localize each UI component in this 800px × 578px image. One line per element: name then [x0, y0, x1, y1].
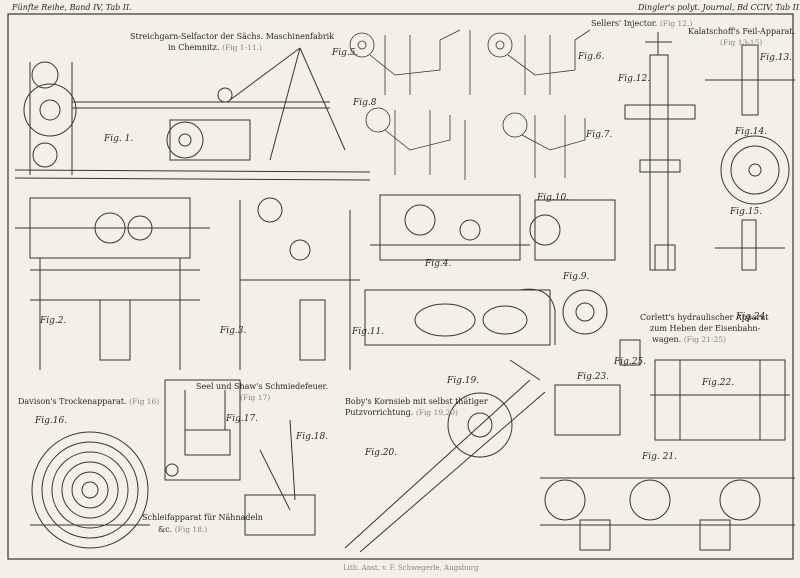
fig-label-3: Fig.3. [220, 326, 247, 336]
schleif-title-line2: &c. (Fig 18.) [158, 525, 208, 534]
corlett-title-line2: zum Heben der Eisenbahn- [650, 324, 761, 333]
fig-label-19: Fig.19. [447, 376, 480, 386]
fig-label-16: Fig.16. [35, 416, 68, 426]
sellers-title: Sellers' Injector. (Fig 12.) [591, 19, 693, 28]
fig2-3-drawing [15, 197, 360, 370]
fig21-25-drawing [540, 339, 795, 551]
fig-label-21: Fig. 21. [642, 452, 677, 462]
fig9-drawing [562, 289, 608, 335]
fig17-drawing [164, 379, 241, 481]
corlett-title-line1: Corlett's hydraulischer Apparat [640, 313, 769, 322]
fig-label-6: Fig.6. [578, 52, 605, 62]
schleif-title-line1: Schleifapparat für Nähnadeln [142, 513, 263, 522]
fig-label-23: Fig.23. [577, 372, 610, 382]
seel-ref: (Fig 17) [240, 393, 271, 402]
fig-label-2: Fig.2. [40, 316, 67, 326]
fig-label-13: Fig.13. [760, 53, 793, 63]
fig-label-22: Fig.22. [702, 378, 735, 388]
fig4-10-11-drawing [364, 194, 616, 346]
fig-label-18: Fig.18. [296, 432, 329, 442]
fig-label-12: Fig.12. [618, 74, 651, 84]
fig12-drawing [624, 32, 696, 271]
fig-label-4: Fig.4. [425, 259, 452, 269]
fig-label-9: Fig.9. [563, 272, 590, 282]
header-journal: Dingler's polyt. Journal, Bd CCIV, Tab I… [638, 3, 800, 12]
selfactor-title: Streichgarn-Selfactor der Sächs. Maschin… [130, 32, 335, 41]
fig1-drawing [14, 47, 371, 181]
fig-label-10: Fig.10. [537, 193, 570, 203]
fig-label-11: Fig.11. [352, 327, 385, 337]
kalatschoff-ref: (Fig 13-15) [720, 38, 763, 47]
fig18-drawing [244, 419, 316, 536]
corlett-title-line3: wagen. (Fig 21-25) [652, 335, 726, 344]
fig-label-17: Fig.17. [226, 414, 259, 424]
lithography-imprint: Lith. Anst. v. F. Schwegerle, Augsburg [343, 564, 479, 572]
seel-title: Seel und Shaw's Schmiedefeuer. [196, 382, 329, 391]
fig-label-7: Fig.7. [586, 130, 613, 140]
fig16-drawing [30, 431, 150, 549]
davison-title: Davison's Trockenapparat. (Fig 16) [18, 397, 160, 406]
fig-label-24: Fig.24. [736, 312, 769, 322]
fig-label-15: Fig.15. [730, 207, 763, 217]
boby-title-line1: Boby's Kornsieb mit selbst thätiger [345, 397, 488, 406]
fig-label-1: Fig. 1. [104, 134, 134, 144]
selfactor-title-line2: in Chemnitz. (Fig 1-11.) [168, 43, 262, 52]
boby-title-line2: Putzvorrichtung. (Fig 19,20) [345, 408, 458, 417]
fig5-8-drawing [349, 29, 591, 180]
fig13-15-drawing [705, 44, 795, 271]
fig-label-25: Fig.25. [614, 357, 647, 367]
fig-label-14: Fig.14. [735, 127, 768, 137]
header-series: Fünfte Reihe, Band IV, Tab II. [12, 3, 132, 12]
kalatschoff-title: Kalatschoff's Feil-Apparat. [688, 27, 796, 36]
fig-label-8: Fig.8 [353, 98, 377, 108]
fig19-20-drawing [344, 359, 546, 553]
fig-label-5: Fig.5. [332, 48, 359, 58]
fig-label-20: Fig.20. [365, 448, 398, 458]
